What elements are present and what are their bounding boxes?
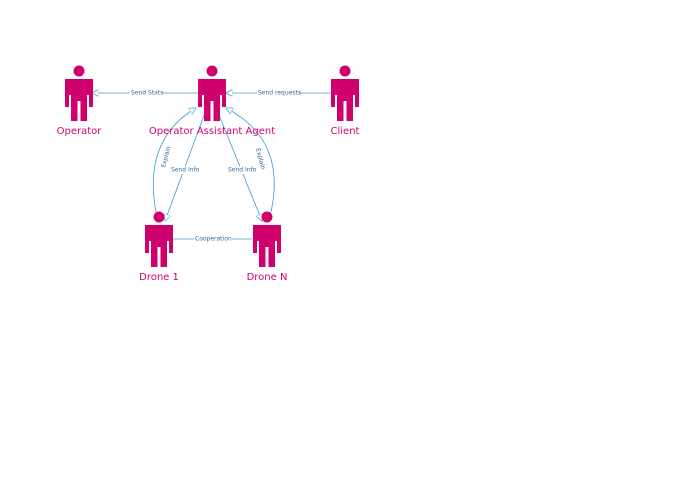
edge-explain-left (152, 108, 196, 213)
edge-label-send-info-right-group: Send Info (227, 166, 257, 174)
edge-label-cooperation: Cooperation (195, 236, 232, 243)
person-icon (198, 65, 226, 121)
actor-label-drone-n: Drone N (247, 272, 288, 283)
person-icon (145, 211, 173, 267)
edge-send-info-left (165, 109, 207, 221)
actor-label-drone-1: Drone 1 (139, 272, 179, 283)
actor-label-operator-assistant-agent: Operator Assistant Agent (149, 126, 275, 137)
edge-label-send-stats-group: Send Stats (130, 89, 163, 97)
edge-label-explain-left: Explain (160, 145, 172, 168)
edge-label-send-info-right: Send Info (228, 167, 257, 174)
actor-operator[interactable]: Operator (57, 65, 103, 138)
actor-label-operator: Operator (57, 126, 103, 137)
edge-send-info-right (216, 109, 262, 221)
edge-explain-right (226, 108, 275, 213)
actor-drone-1[interactable]: Drone 1 (139, 211, 179, 284)
edge-label-send-requests-group: Send requests (257, 89, 301, 97)
actor-drone-n[interactable]: Drone N (247, 211, 288, 284)
person-icon (331, 65, 359, 121)
person-icon (253, 211, 281, 267)
person-icon (65, 65, 93, 121)
edge-label-cooperation-group: Cooperation (194, 235, 232, 243)
edge-label-send-info-left: Send Info (171, 167, 200, 174)
edges (92, 93, 332, 240)
edge-label-send-stats: Send Stats (131, 90, 163, 97)
actor-operator-assistant-agent[interactable]: Operator Assistant Agent (149, 65, 275, 138)
edge-label-send-requests: Send requests (258, 90, 301, 97)
actor-label-client: Client (331, 126, 360, 137)
actors: Operator Operator Assistant Agent Client… (57, 65, 360, 284)
edge-label-send-info-left-group: Send Info (170, 166, 200, 174)
actor-client[interactable]: Client (331, 65, 360, 138)
